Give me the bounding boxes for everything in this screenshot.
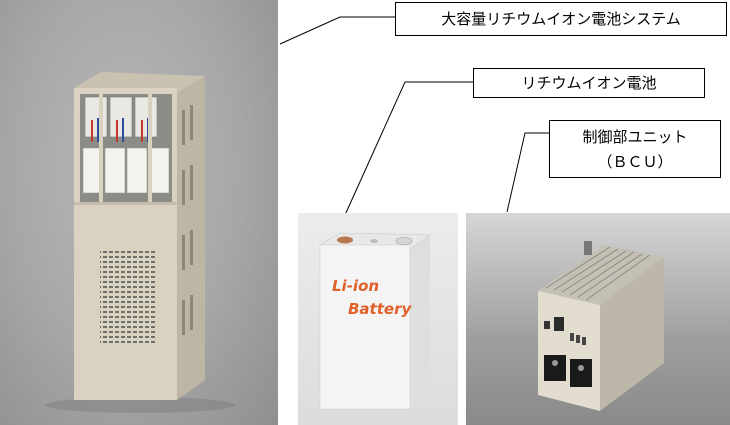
cabinet-illustration <box>45 72 235 413</box>
battery-system-cabinet-photo <box>0 0 278 425</box>
callout-battery-system: 大容量リチウムイオン電池システム <box>395 2 727 36</box>
callout-bcu-line1: 制御部ユニット <box>582 128 688 146</box>
battery-label-line1: Li-ion <box>332 277 379 295</box>
li-ion-cell-photo: Li-ion Battery <box>298 213 458 425</box>
leader-system <box>279 16 395 45</box>
leader-cell <box>344 81 473 216</box>
bcu-illustration <box>538 241 664 411</box>
callout-bcu-line2: （ＢＣＵ） <box>597 153 673 171</box>
callout-li-ion-cell: リチウムイオン電池 <box>473 68 705 98</box>
callout-bcu: 制御部ユニット （ＢＣＵ） <box>549 120 721 178</box>
battery-label-line2: Battery <box>348 300 412 318</box>
leader-bcu <box>506 132 549 213</box>
cell-illustration: Li-ion Battery <box>318 232 431 410</box>
bcu-unit-photo <box>466 213 730 425</box>
